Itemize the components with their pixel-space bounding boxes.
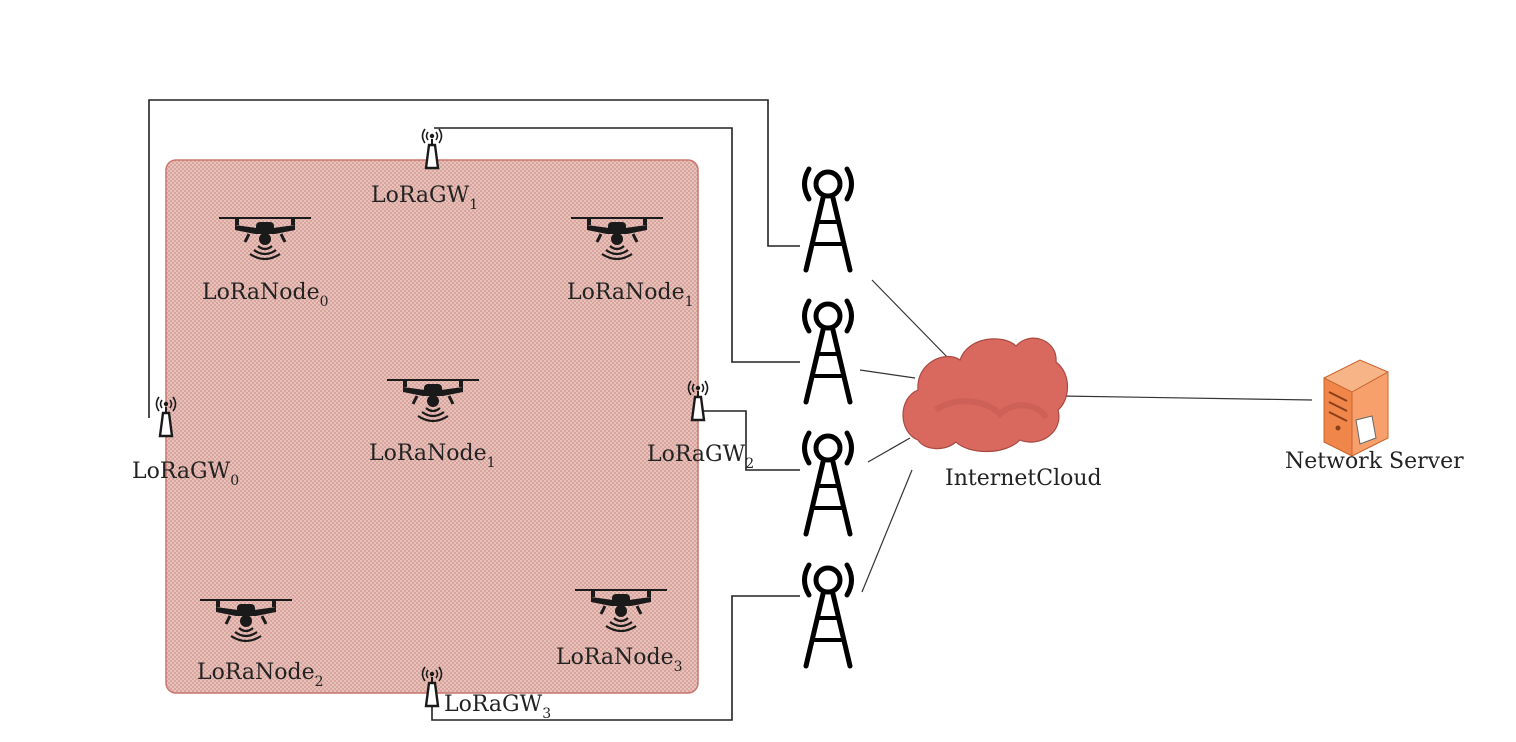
- node-label: LoRaNode0: [202, 280, 329, 310]
- radio-tower-icon: [805, 433, 852, 534]
- gw0-link: [148, 99, 800, 418]
- radio-tower-icon: [805, 301, 852, 402]
- cloud-label: InternetCloud: [945, 466, 1102, 491]
- gateway-label: LoRaGW2: [647, 442, 754, 472]
- gateway-backhaul-lines: [148, 99, 800, 721]
- node-label: LoRaNode1: [567, 280, 694, 310]
- cloud-icon: [902, 337, 1069, 452]
- gateway-label: LoRaGW1: [371, 183, 478, 213]
- gw3-link: [431, 595, 800, 721]
- node-label: LoRaNode3: [556, 645, 683, 675]
- node-label: LoRaNode2: [197, 660, 324, 690]
- gateway-label: LoRaGW3: [444, 692, 551, 722]
- gw2-link: [700, 410, 800, 471]
- server-label: Network Server: [1285, 449, 1464, 474]
- gw1-link: [434, 127, 800, 363]
- node-label: LoRaNode1: [369, 441, 496, 471]
- radio-tower-icon: [805, 565, 852, 666]
- radio-tower-icon: [805, 169, 852, 270]
- tower-cloud-lines: [859, 279, 1313, 593]
- server-icon: [1323, 359, 1389, 457]
- gateway-label: LoRaGW0: [132, 459, 239, 489]
